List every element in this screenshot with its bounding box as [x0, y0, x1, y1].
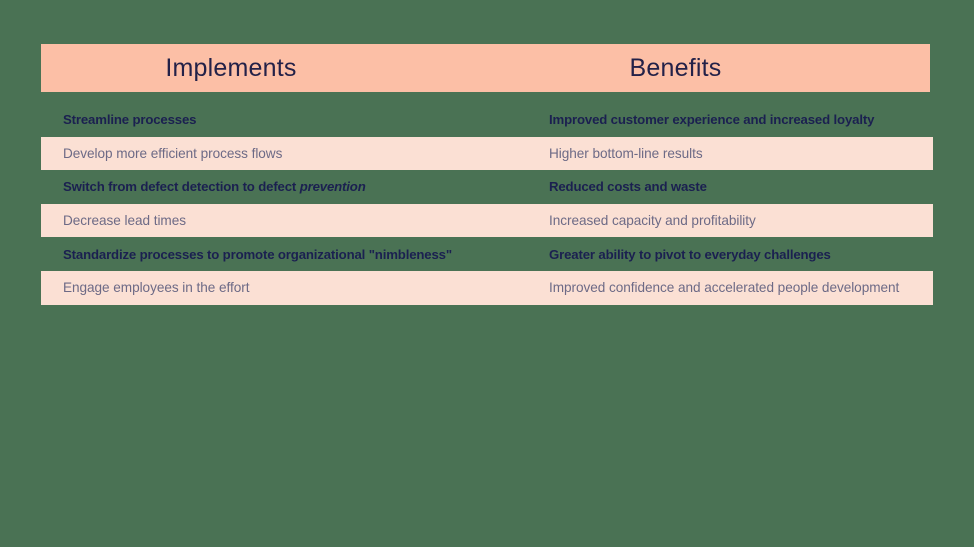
row-cell-implements: Switch from defect detection to defect p… — [41, 179, 545, 194]
table-row: Develop more efficient process flows Hig… — [41, 136, 933, 171]
row-cell-implements: Standardize processes to promote organiz… — [63, 246, 452, 262]
row-cell-implements-emphasis: prevention — [299, 179, 366, 195]
row-cell-benefits: Improved confidence and accelerated peop… — [549, 280, 900, 296]
column-header-benefits: Benefits — [629, 53, 722, 82]
column-header-implements: Implements — [165, 53, 297, 82]
row-cell-implements: Streamline processes — [63, 112, 197, 128]
table-row: Switch from defect detection to defect p… — [41, 170, 933, 204]
row-cell-implements: Engage employees in the effort — [63, 280, 250, 296]
table-body: Streamline processes Improved customer e… — [41, 103, 933, 305]
row-cell-benefits: Improved customer experience and increas… — [549, 112, 875, 128]
row-cell-benefits: Higher bottom-line results — [549, 145, 703, 161]
table-row: Engage employees in the effort Improved … — [41, 270, 933, 305]
table-header-band: Implements Benefits — [41, 44, 930, 92]
row-cell-benefits: Greater ability to pivot to everyday cha… — [549, 246, 831, 262]
row-cell-implements: Develop more efficient process flows — [63, 145, 283, 161]
table-row: Standardize processes to promote organiz… — [41, 237, 933, 271]
table-row: Streamline processes Improved customer e… — [41, 103, 933, 137]
row-cell-implements: Decrease lead times — [63, 213, 186, 229]
table-row: Decrease lead times Increased capacity a… — [41, 203, 933, 238]
row-cell-benefits: Reduced costs and waste — [549, 179, 707, 195]
row-cell-implements-text: Switch from defect detection to defect — [63, 179, 300, 195]
row-cell-benefits: Increased capacity and profitability — [549, 213, 756, 229]
